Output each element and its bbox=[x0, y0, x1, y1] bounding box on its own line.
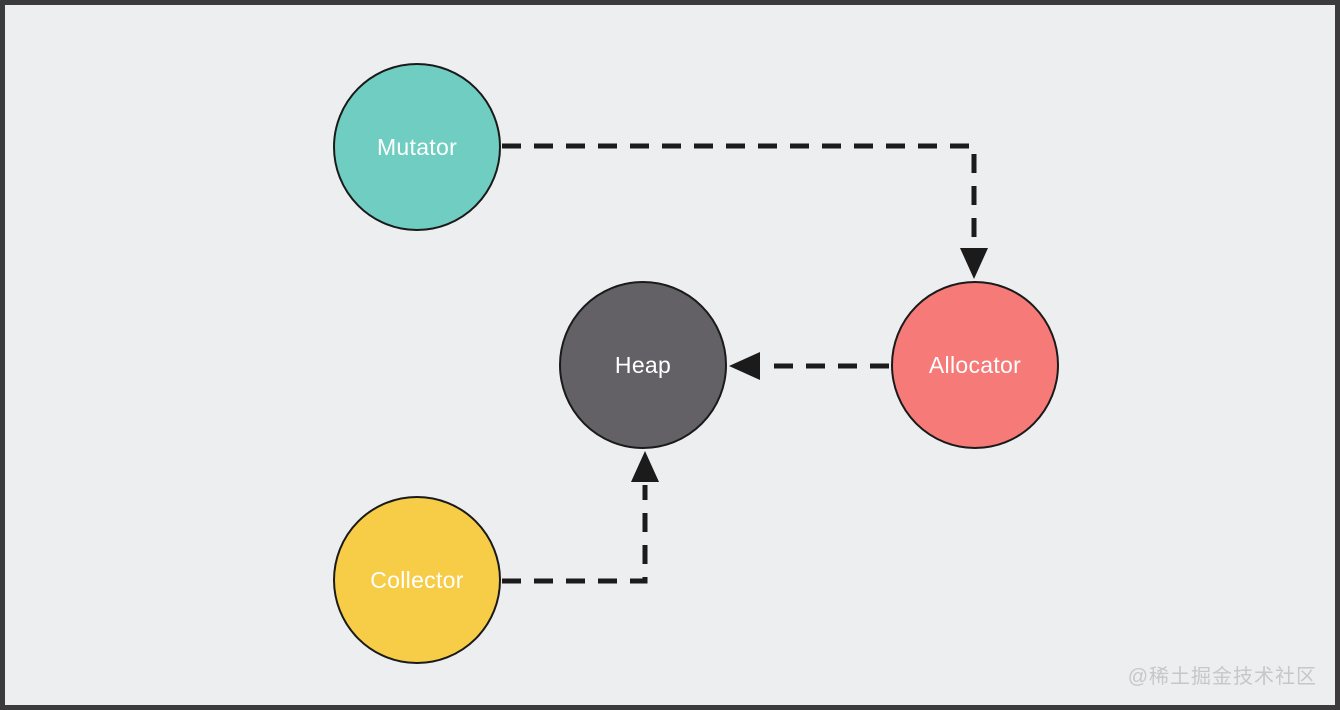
arrowhead-left-icon bbox=[729, 352, 760, 380]
edge-collector-heap bbox=[502, 451, 659, 584]
arrowhead-up-icon bbox=[631, 451, 659, 482]
edge-allocator-heap bbox=[729, 352, 889, 380]
node-heap-label: Heap bbox=[614, 351, 672, 378]
node-mutator-label: Mutator bbox=[376, 133, 458, 160]
watermark: @稀土掘金技术社区 bbox=[1127, 666, 1317, 688]
node-mutator: Mutator bbox=[333, 63, 501, 231]
node-allocator-label: Allocator bbox=[928, 351, 1022, 378]
node-collector-label: Collector bbox=[370, 566, 464, 593]
node-allocator: Allocator bbox=[891, 281, 1059, 449]
arrowhead-down-icon bbox=[960, 248, 988, 279]
node-heap: Heap bbox=[559, 281, 727, 449]
edge-mutator-allocator bbox=[502, 143, 988, 279]
node-collector: Collector bbox=[333, 496, 501, 664]
